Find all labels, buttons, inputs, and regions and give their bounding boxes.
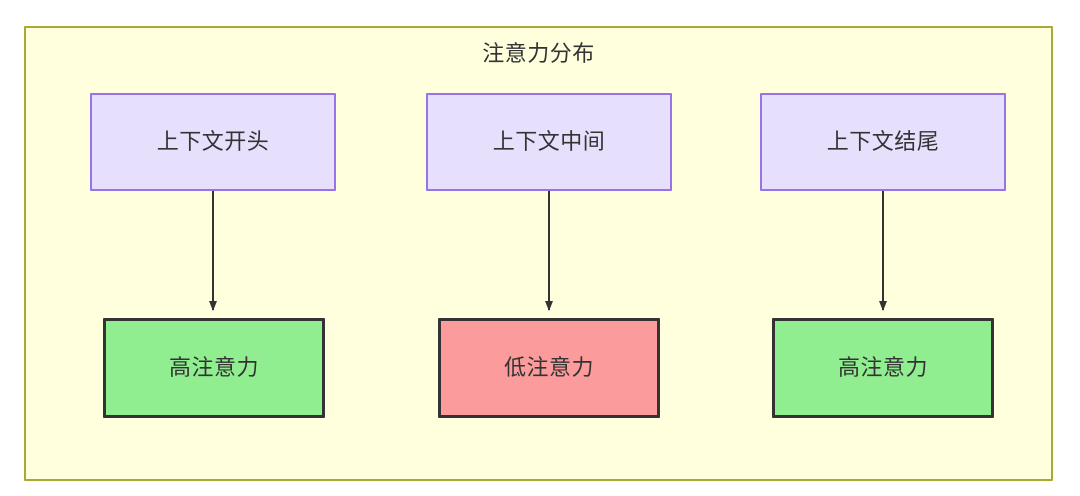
subgraph-title: 注意力分布	[482, 41, 595, 66]
node-context-middle[interactable]: 上下文中间	[426, 93, 672, 191]
node-attention-end[interactable]: 高注意力	[772, 318, 994, 418]
node-label: 高注意力	[168, 355, 259, 380]
node-context-end[interactable]: 上下文结尾	[760, 93, 1006, 191]
node-attention-middle[interactable]: 低注意力	[438, 318, 660, 418]
node-label: 低注意力	[503, 355, 594, 380]
node-context-start[interactable]: 上下文开头	[90, 93, 336, 191]
node-attention-start[interactable]: 高注意力	[103, 318, 325, 418]
node-label: 上下文结尾	[826, 129, 940, 154]
node-label: 上下文开头	[156, 129, 270, 154]
node-label: 高注意力	[837, 355, 928, 380]
node-label: 上下文中间	[492, 129, 606, 154]
